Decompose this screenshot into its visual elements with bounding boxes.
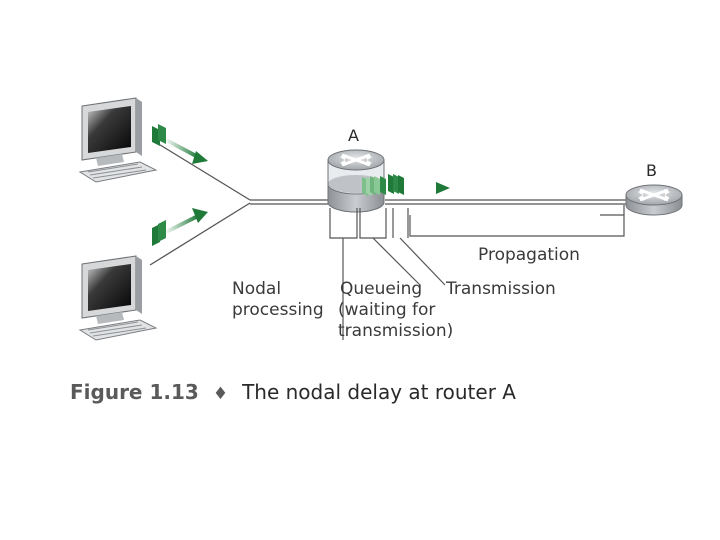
caption-text: The nodal delay at router A	[242, 380, 516, 404]
transmitting-packet	[388, 174, 450, 195]
link-junction-to-router-a	[250, 199, 335, 205]
queueing-label: Queueing (waiting for transmission)	[338, 279, 453, 341]
arrow-right-icon	[192, 151, 208, 164]
router-arrows-icon	[341, 153, 371, 167]
link-host1-to-junction	[151, 139, 251, 201]
queueing-label-line-1: Queueing	[340, 279, 422, 299]
router-a-label: A	[348, 126, 359, 145]
figure-number: Figure 1.13	[70, 380, 199, 404]
transmission-label: Transmission	[445, 279, 556, 299]
host-computer-top	[78, 97, 158, 183]
link-router-a-to-router-b	[385, 199, 630, 205]
router-b	[625, 184, 683, 216]
caption-separator-icon: ♦	[212, 384, 229, 404]
queueing-label-line-2: (waiting for	[338, 300, 435, 320]
nodal-processing-label: Nodal processing	[232, 279, 324, 320]
router-arrows-icon	[639, 188, 669, 202]
queueing-label-line-3: transmission)	[338, 321, 453, 341]
figure-caption: Figure 1.13 ♦ The nodal delay at router A	[70, 380, 516, 404]
router-b-label: B	[646, 161, 657, 180]
incoming-packet-bottom	[152, 208, 208, 246]
nodal-label-line-1: Nodal	[232, 279, 281, 299]
link-host2-to-junction	[149, 202, 251, 266]
queued-packets	[362, 176, 386, 196]
propagation-label: Propagation	[478, 245, 580, 265]
network-links	[149, 139, 630, 266]
incoming-packet-top	[152, 124, 208, 164]
delay-brackets	[329, 205, 625, 340]
arrow-right-icon	[436, 182, 450, 194]
host-computer-bottom	[78, 255, 158, 341]
nodal-label-line-2: processing	[232, 300, 324, 320]
arrow-right-icon	[192, 208, 208, 223]
